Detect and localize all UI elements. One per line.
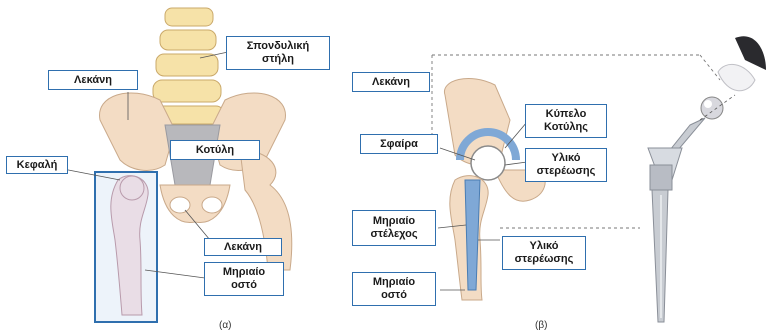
label-spine: Σπονδυλική στήλη <box>226 36 330 70</box>
label-cup: Κύπελο Κοτύλης <box>525 104 607 138</box>
label-acetabulum: Κοτύλη <box>170 140 260 160</box>
label-head: Κεφαλή <box>6 156 68 174</box>
label-stem: Μηριαίο στέλεχος <box>352 210 436 246</box>
label-femur-b: Μηριαίο οστό <box>352 272 436 306</box>
caption-b: (β) <box>535 320 547 331</box>
label-pelvis-top-a: Λεκάνη <box>48 70 138 90</box>
label-pelvis-b: Λεκάνη <box>352 72 430 92</box>
label-cement-top: Υλικό στερέωσης <box>525 148 607 182</box>
label-pelvis-bottom-a: Λεκάνη <box>204 238 282 256</box>
label-ball: Σφαίρα <box>360 134 438 154</box>
ball-illustration <box>471 146 505 180</box>
implant-photo <box>648 36 766 322</box>
label-cement-bottom: Υλικό στερέωσης <box>502 236 586 270</box>
label-femur-a: Μηριαίο οστό <box>204 262 284 296</box>
caption-a: (α) <box>219 320 231 331</box>
